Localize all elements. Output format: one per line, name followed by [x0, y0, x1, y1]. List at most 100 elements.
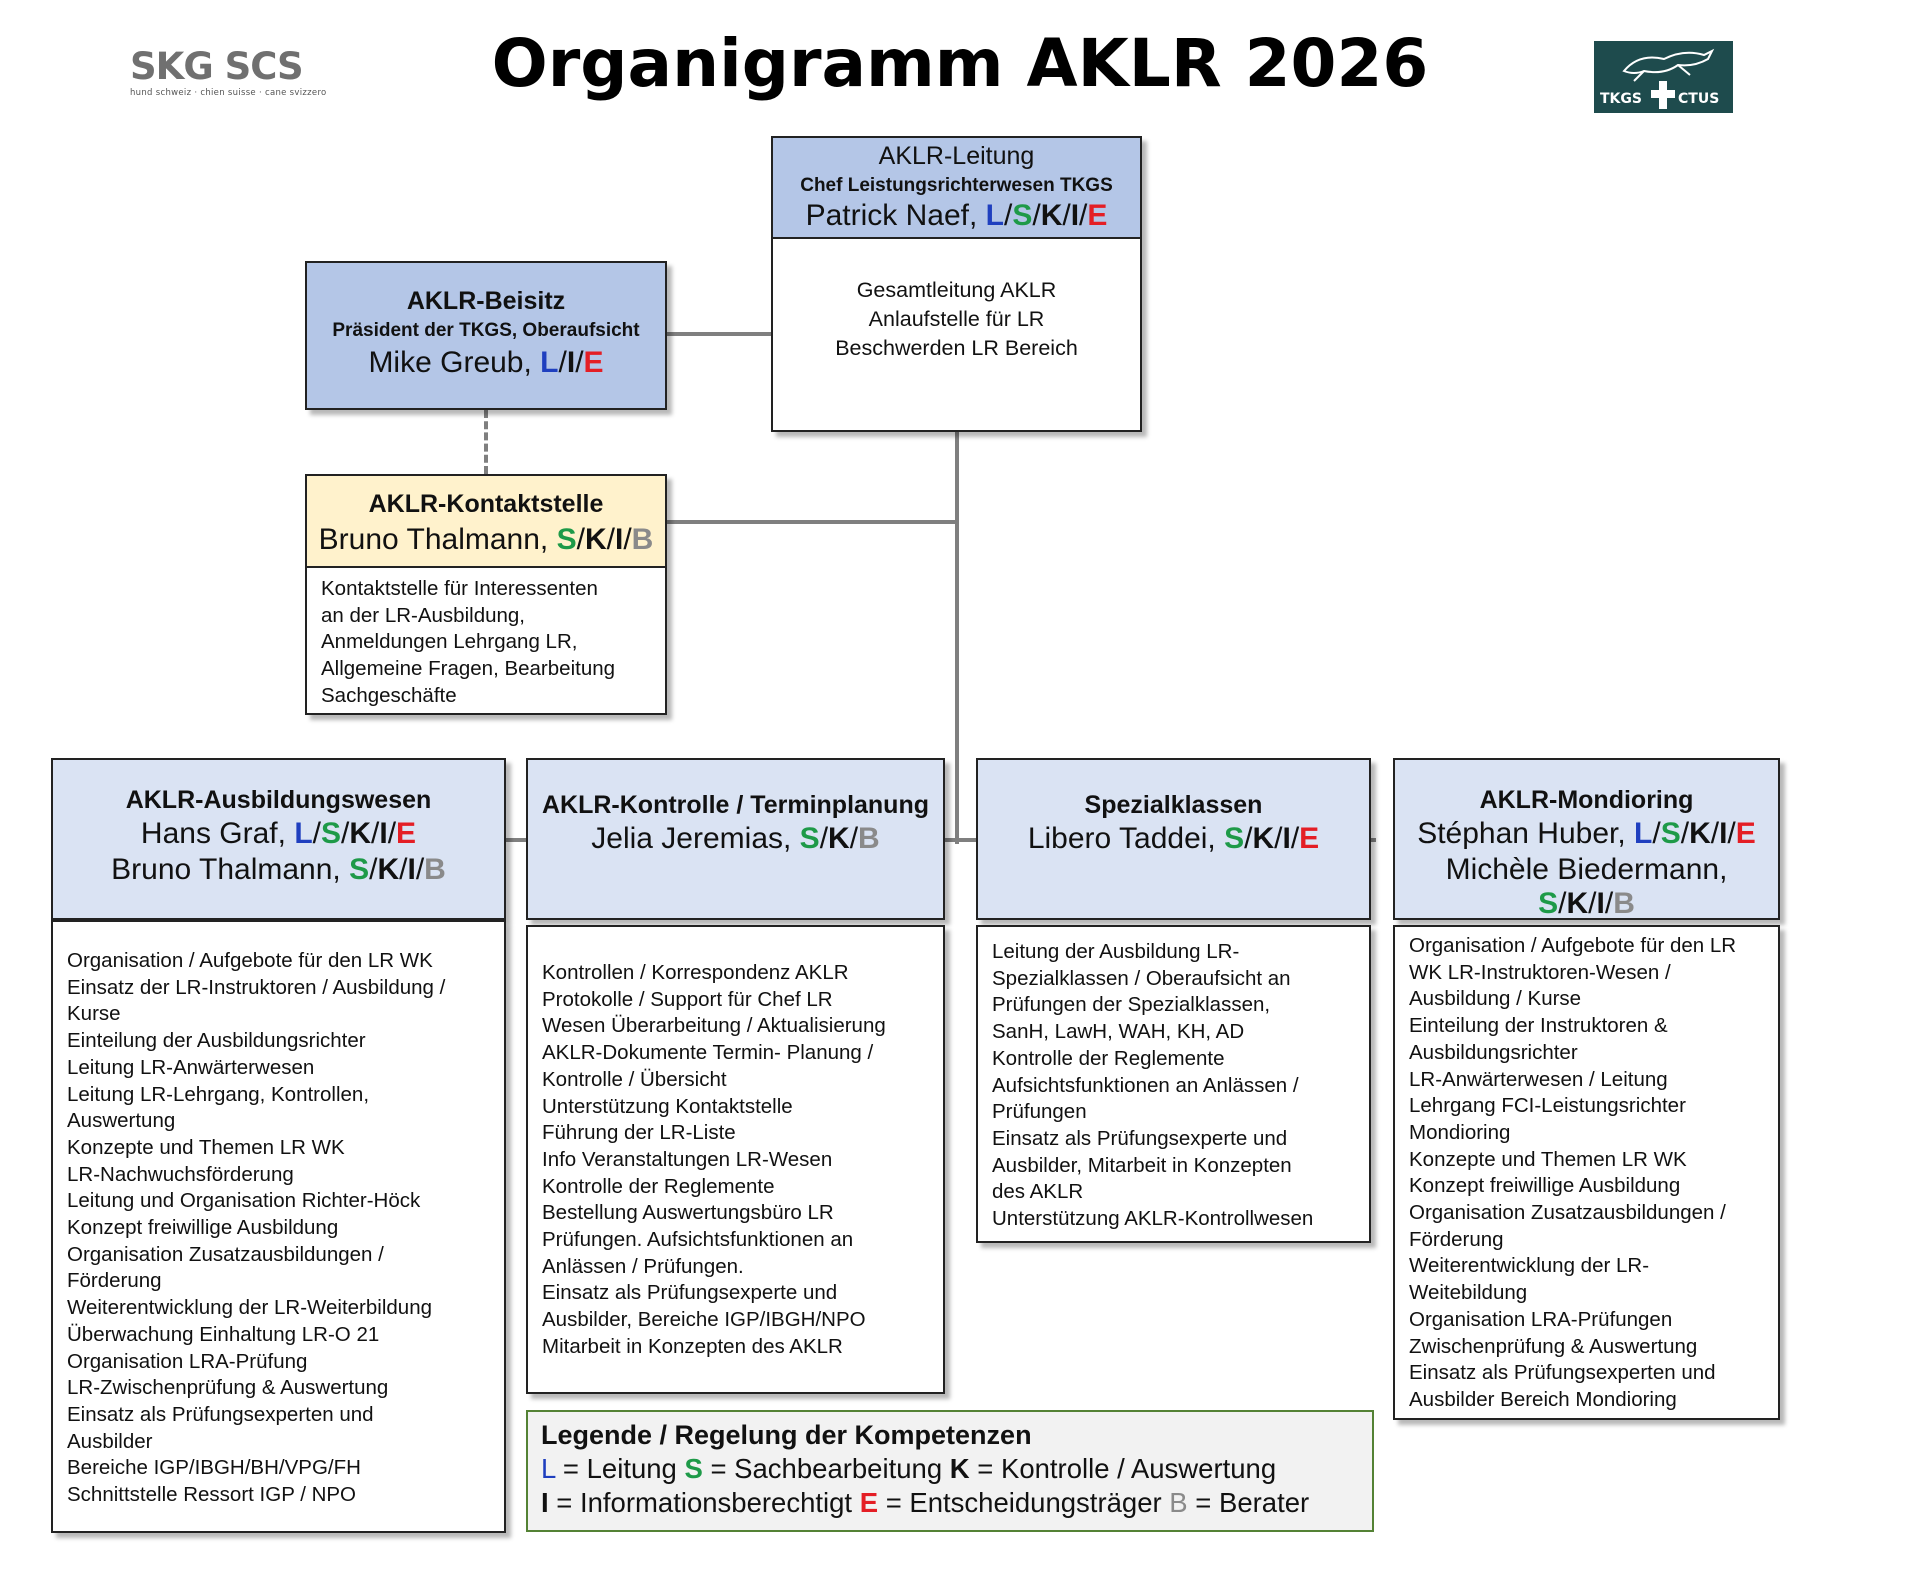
- spezial-title: Spezialklassen: [1084, 791, 1263, 819]
- code-sep: /: [1079, 199, 1088, 232]
- code-sep: /: [575, 346, 584, 379]
- code-i: I: [407, 853, 416, 886]
- kontaktstelle-header: AKLR-Kontaktstelle Bruno Thalmann, S/K/I…: [307, 476, 665, 568]
- task-line: Leitung der Ausbildung LR-: [992, 940, 1240, 963]
- code-sep: /: [341, 817, 350, 850]
- code-sep: /: [1604, 887, 1614, 920]
- task-line: Organisation / Aufgebote für den LR WK: [67, 949, 433, 972]
- legend-code-k: K: [949, 1453, 970, 1484]
- task-line: Prüfungen: [992, 1100, 1087, 1124]
- code-s: S: [1224, 822, 1245, 855]
- code-i: I: [566, 346, 576, 379]
- ausbildung-name2: Bruno Thalmann,: [111, 853, 350, 886]
- task-line: Überwachung Einhaltung LR-O 21: [67, 1322, 380, 1346]
- kontaktstelle-tasks: Kontaktstelle für Interessenten an der L…: [307, 568, 665, 710]
- code-l: L: [1634, 817, 1653, 850]
- task-line: Sachgeschäfte: [321, 683, 457, 707]
- code-i: I: [1070, 199, 1080, 232]
- task-line: Kontaktstelle für Interessenten: [321, 577, 598, 600]
- code-s: S: [1012, 199, 1033, 232]
- ausbildung-tasks-box: Organisation / Aufgebote für den LR WK E…: [51, 920, 506, 1533]
- spezial-header-box: Spezialklassen Libero Taddei, S/K/I/E: [976, 758, 1371, 920]
- dog-icon: [1622, 48, 1715, 82]
- task-line: Allgemeine Fragen, Bearbeitung: [321, 657, 616, 681]
- task-line: Weiterentwicklung der LR-Weiterbildung: [67, 1296, 432, 1320]
- code-e: E: [583, 346, 604, 379]
- task-line: Konzept freiwillige Ausbildung: [67, 1216, 339, 1240]
- beisitz-name-line: Mike Greub, L/I/E: [307, 346, 665, 380]
- task-line: Konzepte und Themen LR WK: [1409, 1147, 1687, 1171]
- legend-title: Legende / Regelung der Kompetenzen: [541, 1420, 1032, 1450]
- mondioring-name1-line: Stéphan Huber, L/S/K/I/E: [1395, 817, 1778, 851]
- code-k: K: [349, 817, 372, 850]
- legend-code-l: L: [541, 1453, 556, 1484]
- code-k: K: [1252, 822, 1275, 855]
- ausbildung-header: AKLR-Ausbildungswesen Hans Graf, L/S/K/I…: [53, 760, 504, 887]
- code-l: L: [540, 346, 559, 379]
- mondioring-header: AKLR-Mondioring Stéphan Huber, L/S/K/I/E…: [1395, 760, 1778, 921]
- task-line: Ausbildung / Kurse: [1409, 987, 1582, 1011]
- skg-logo-text: SKG SCS: [130, 45, 304, 88]
- task-line: Prüfungen der Spezialklassen,: [992, 993, 1271, 1017]
- task-line: Beschwerden LR Bereich: [835, 336, 1078, 360]
- kontrolle-tasks-box: Kontrollen / Korrespondenz AKLR Protokol…: [526, 925, 945, 1394]
- task-line: Förderung: [67, 1269, 162, 1293]
- kontaktstelle-title: AKLR-Kontaktstelle: [368, 490, 604, 518]
- beisitz-header: AKLR-Beisitz Präsident der TKGS, Oberauf…: [307, 263, 665, 380]
- task-line: Kontrolle der Reglemente: [992, 1046, 1225, 1070]
- code-s: S: [799, 822, 820, 855]
- task-line: Leitung LR-Anwärterwesen: [67, 1055, 315, 1079]
- task-line: Kontrolle der Reglemente: [542, 1174, 775, 1198]
- spezial-header: Spezialklassen Libero Taddei, S/K/I/E: [978, 760, 1369, 856]
- leitung-tasks: Gesamtleitung AKLR Anlaufstelle für LR B…: [773, 239, 1140, 363]
- legend-k-desc: = Kontrolle / Auswertung: [969, 1453, 1277, 1484]
- mondioring-tasks: Organisation / Aufgebote für den LR WK L…: [1395, 927, 1778, 1414]
- connector-leitung-down: [955, 432, 959, 844]
- skg-logo-subtitle: hund schweiz · chien suisse · cane svizz…: [130, 88, 327, 98]
- code-i: I: [1719, 817, 1728, 850]
- task-line: Spezialklassen / Oberaufsicht an: [992, 966, 1291, 990]
- ausbildung-tasks: Organisation / Aufgebote für den LR WK E…: [53, 922, 504, 1509]
- code-b: B: [858, 822, 880, 855]
- code-i: I: [1596, 887, 1605, 920]
- task-line: Auswertung: [67, 1109, 176, 1133]
- task-line: WK LR-Instruktoren-Wesen /: [1409, 960, 1671, 984]
- task-line: Führung der LR-Liste: [542, 1121, 736, 1145]
- code-sep: /: [369, 853, 378, 886]
- code-b: B: [631, 523, 654, 556]
- leitung-name: Patrick Naef,: [805, 199, 986, 232]
- task-line: LR-Anwärterwesen / Leitung: [1409, 1067, 1668, 1091]
- code-i: I: [1282, 822, 1291, 855]
- code-sep: /: [1244, 822, 1253, 855]
- task-line: Organisation Zusatzausbildungen /: [1409, 1201, 1726, 1225]
- kontrolle-header-box: AKLR-Kontrolle / Terminplanung Jelia Jer…: [526, 758, 945, 920]
- beisitz-name: Mike Greub,: [368, 346, 541, 379]
- code-e: E: [1735, 817, 1756, 850]
- connector-kontaktstelle: [667, 520, 957, 524]
- task-line: Einsatz als Prüfungsexperten und: [67, 1402, 374, 1426]
- task-line: AKLR-Dokumente Termin- Planung /: [542, 1041, 874, 1065]
- task-line: SanH, LawH, WAH, KH, AD: [992, 1020, 1245, 1044]
- beisitz-title: AKLR-Beisitz: [406, 287, 566, 315]
- legend-code-i: I: [541, 1487, 549, 1518]
- task-line: Ausbilder, Bereiche IGP/IBGH/NPO: [542, 1308, 866, 1332]
- task-line: Organisation LRA-Prüfungen: [1409, 1307, 1673, 1331]
- task-line: Lehrgang FCI-Leistungsrichter: [1409, 1094, 1686, 1118]
- leitung-subtitle: Chef Leistungsrichterwesen TKGS: [800, 175, 1113, 196]
- code-sep: /: [819, 822, 829, 855]
- ausbildung-name1: Hans Graf,: [140, 817, 295, 850]
- task-line: Zwischenprüfung & Auswertung: [1409, 1334, 1698, 1358]
- code-e: E: [1087, 199, 1108, 232]
- leitung-header: AKLR-Leitung Chef Leistungsrichterwesen …: [773, 138, 1140, 239]
- connector-leitung-beisitz: [667, 332, 774, 336]
- ausbildung-name1-line: Hans Graf, L/S/K/I/E: [53, 817, 504, 851]
- legend-code-b: B: [1169, 1487, 1188, 1518]
- task-line: Einteilung der Instruktoren &: [1409, 1014, 1668, 1038]
- task-line: Anlaufstelle für LR: [868, 307, 1045, 331]
- code-sep: /: [1588, 887, 1597, 920]
- task-line: Bereiche IGP/IBGH/BH/VPG/FH: [67, 1456, 361, 1480]
- leitung-box: AKLR-Leitung Chef Leistungsrichterwesen …: [771, 136, 1142, 432]
- code-sep: /: [399, 853, 408, 886]
- task-line: Konzept freiwillige Ausbildung: [1409, 1174, 1681, 1198]
- code-sep: /: [558, 346, 567, 379]
